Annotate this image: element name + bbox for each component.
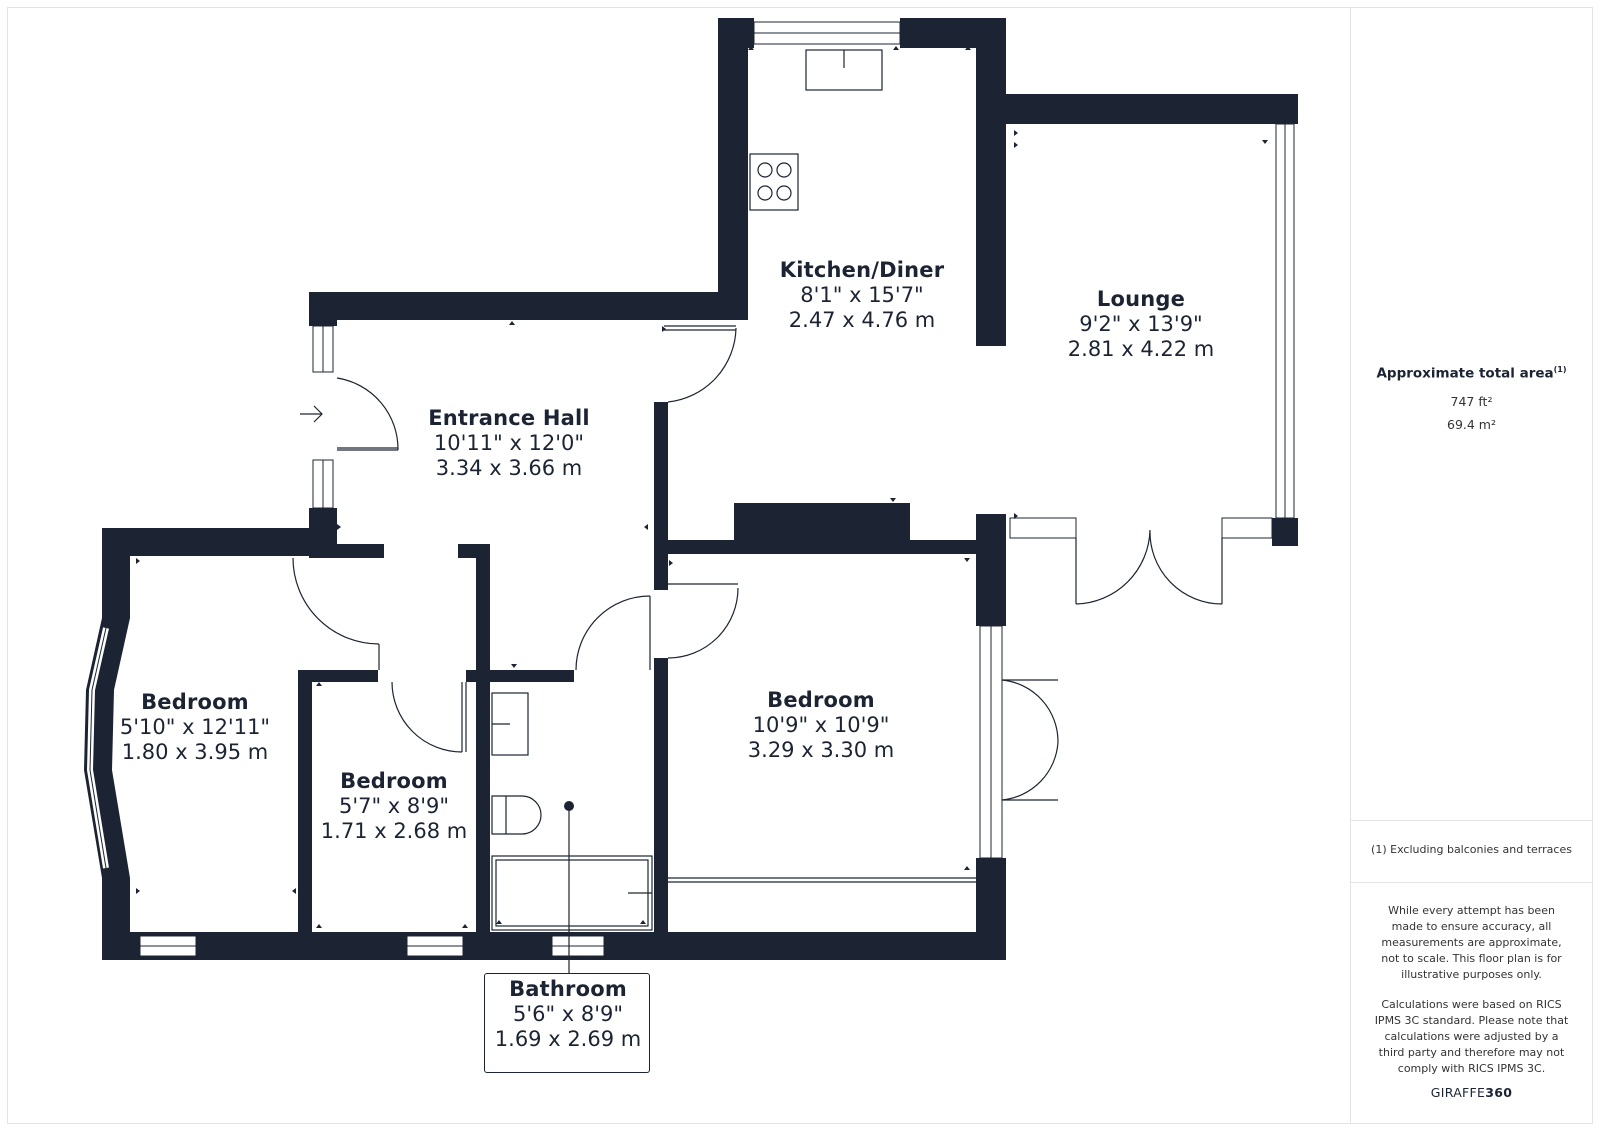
toilet: [491, 795, 542, 835]
room-dimension-imperial: 10'9" x 10'9": [752, 712, 890, 737]
wall: [1272, 518, 1298, 546]
room-dimension-metric: 3.34 x 3.66 m: [435, 455, 583, 480]
room-label-bedroom-small: Bedroom 5'7" x 8'9" 1.71 x 2.68 m: [321, 769, 467, 843]
window: [1221, 517, 1273, 539]
window: [1009, 517, 1077, 539]
wall: [298, 670, 312, 932]
room-dimension-metric: 1.69 x 2.69 m: [494, 1026, 642, 1051]
wall: [654, 540, 1004, 554]
floor-plan: [84, 18, 1298, 973]
room-name: Bedroom: [767, 688, 875, 712]
wall: [298, 670, 378, 682]
area-metric: 69.4 m²: [1447, 417, 1496, 432]
room-name: Lounge: [1096, 287, 1186, 311]
bedroom-small-door: [391, 681, 463, 753]
area-footnote-mark: (1): [1553, 365, 1567, 374]
room-dimension-metric: 1.80 x 3.95 m: [121, 739, 269, 764]
room-dimension-imperial: 5'6" x 8'9": [512, 1001, 624, 1026]
room-label-lounge: Lounge 9'2" x 13'9" 2.81 x 4.22 m: [1068, 287, 1214, 361]
bathroom-label-box: [484, 973, 650, 1073]
hob: [749, 153, 799, 211]
disclaimer: While every attempt has been made to ens…: [1351, 903, 1592, 1091]
wall: [718, 18, 748, 320]
divider: [1351, 882, 1592, 883]
divider: [1351, 820, 1592, 821]
bedroom-right-french-doors: [1001, 679, 1059, 801]
room-dimension-metric: 2.47 x 4.76 m: [788, 307, 936, 332]
room-name: Entrance Hall: [428, 406, 590, 430]
brand-bold: 360: [1485, 1085, 1513, 1100]
wall: [476, 544, 490, 934]
brand-light: GIRAFFE: [1430, 1085, 1486, 1100]
disclaimer-calculation: Calculations were based on RICS IPMS 3C …: [1374, 998, 1569, 1075]
disclaimer-accuracy: While every attempt has been made to ens…: [1381, 904, 1562, 981]
room-name: Bedroom: [340, 769, 448, 793]
room-dimension-imperial: 5'7" x 8'9": [338, 793, 450, 818]
wall: [976, 18, 1006, 346]
area-imperial: 747 ft²: [1450, 394, 1493, 409]
room-label-kitchen: Kitchen/Diner 8'1" x 15'7" 2.47 x 4.76 m: [780, 258, 945, 332]
info-panel: Approximate total area(1) 747 ft² 69.4 m…: [1350, 8, 1592, 1123]
wall: [309, 544, 384, 558]
footnote: (1) Excluding balconies and terraces: [1371, 843, 1572, 856]
wall: [476, 670, 574, 682]
brand-logo: GIRAFFE360: [1351, 1085, 1592, 1100]
room-name: Kitchen/Diner: [779, 258, 945, 282]
front-door: [336, 377, 399, 451]
wall: [466, 670, 476, 682]
room-dimension-imperial: 5'10" x 12'11": [119, 714, 271, 739]
wall: [654, 402, 668, 542]
room-label-bedroom-right: Bedroom 10'9" x 10'9" 3.29 x 3.30 m: [748, 688, 894, 762]
room-name: Bathroom: [509, 977, 627, 1001]
entrance-arrow-icon: [300, 405, 323, 423]
room-dimension-imperial: 9'2" x 13'9": [1079, 311, 1203, 336]
wall: [734, 503, 910, 543]
wall: [654, 658, 668, 934]
page-frame: [7, 7, 1593, 1124]
bedroom-right-door: [667, 587, 739, 659]
kitchen-door: [667, 327, 737, 403]
room-name: Bedroom: [141, 690, 249, 714]
room-dimension-metric: 1.71 x 2.68 m: [320, 818, 468, 843]
room-dimension-metric: 2.81 x 4.22 m: [1067, 336, 1215, 361]
area-title-text: Approximate total area: [1376, 365, 1554, 382]
wall: [976, 514, 1006, 626]
wall: [102, 528, 337, 556]
room-label-bedroom-left: Bedroom 5'10" x 12'11" 1.80 x 3.95 m: [120, 690, 270, 764]
dimension-markers: [136, 46, 1268, 928]
room-dimension-metric: 3.29 x 3.30 m: [747, 737, 895, 762]
room-dimension-imperial: 10'11" x 12'0": [433, 430, 585, 455]
bathroom-door: [575, 595, 651, 671]
wall: [102, 528, 130, 618]
bay-window: [84, 618, 130, 878]
lounge-french-doors: [1075, 529, 1223, 605]
wall: [309, 292, 748, 320]
wall: [309, 292, 337, 326]
area-title: Approximate total area(1): [1351, 365, 1592, 382]
room-dimension-imperial: 8'1" x 15'7": [800, 282, 924, 307]
bedroom-left-door: [292, 557, 380, 645]
room-label-bathroom: Bathroom 5'6" x 8'9" 1.69 x 2.69 m: [495, 977, 641, 1051]
bathroom-pointer: [564, 801, 574, 973]
room-label-hall: Entrance Hall 10'11" x 12'0" 3.34 x 3.66…: [428, 406, 590, 480]
wall: [976, 94, 1298, 124]
